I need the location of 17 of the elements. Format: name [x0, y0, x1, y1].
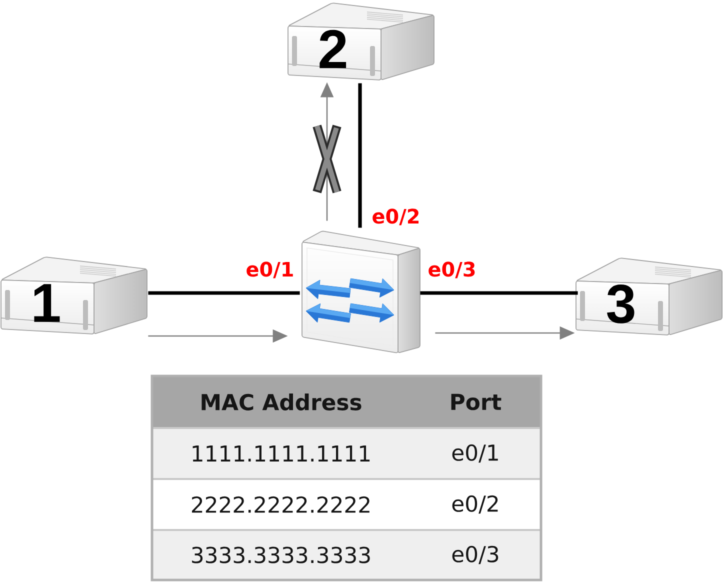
- column-header: MAC Address: [152, 376, 410, 428]
- host-computer: 1: [0, 256, 148, 334]
- table-cell: e0/2: [452, 495, 498, 514]
- connection-line: [148, 291, 300, 295]
- host-computer: 3: [576, 258, 722, 336]
- table-cell: 1111.1111.1111: [152, 428, 410, 480]
- table-cell: 3333.3333.3333: [152, 530, 410, 580]
- table-cell: e0/3: [410, 530, 542, 580]
- port-label: e0/3: [426, 260, 478, 280]
- host-computer: 2: [288, 2, 434, 80]
- table-cell: 2222.2222.2222: [192, 496, 370, 513]
- connection-line: [358, 83, 362, 228]
- table-cell: e0/1: [410, 428, 542, 480]
- port-label: e0/2: [370, 208, 422, 226]
- connection-line: [420, 291, 578, 295]
- column-header: Port: [410, 376, 542, 428]
- port-label: e0/1: [244, 260, 296, 280]
